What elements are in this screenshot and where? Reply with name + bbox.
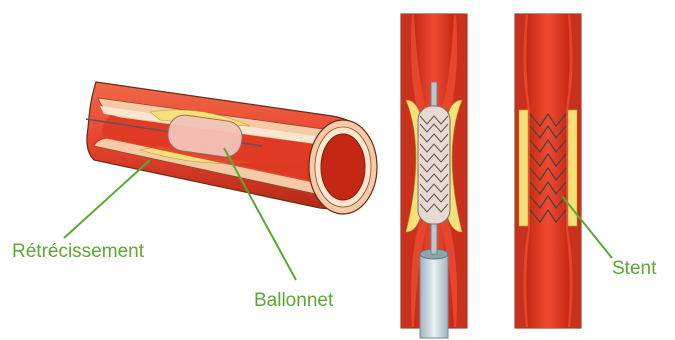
label-balloon: Ballonnet <box>254 290 334 311</box>
catheter <box>420 252 448 338</box>
label-stent: Stent <box>612 258 657 279</box>
vessel-3-plaque-left <box>519 110 528 226</box>
leader-narrowing <box>64 160 150 238</box>
vessel-deployed-stent <box>515 14 581 328</box>
label-narrowing: Rétrécissement <box>12 241 145 262</box>
artery-cutaway <box>86 82 377 214</box>
artery-end-opening <box>321 134 365 200</box>
vessel-balloon-stent <box>401 14 467 338</box>
